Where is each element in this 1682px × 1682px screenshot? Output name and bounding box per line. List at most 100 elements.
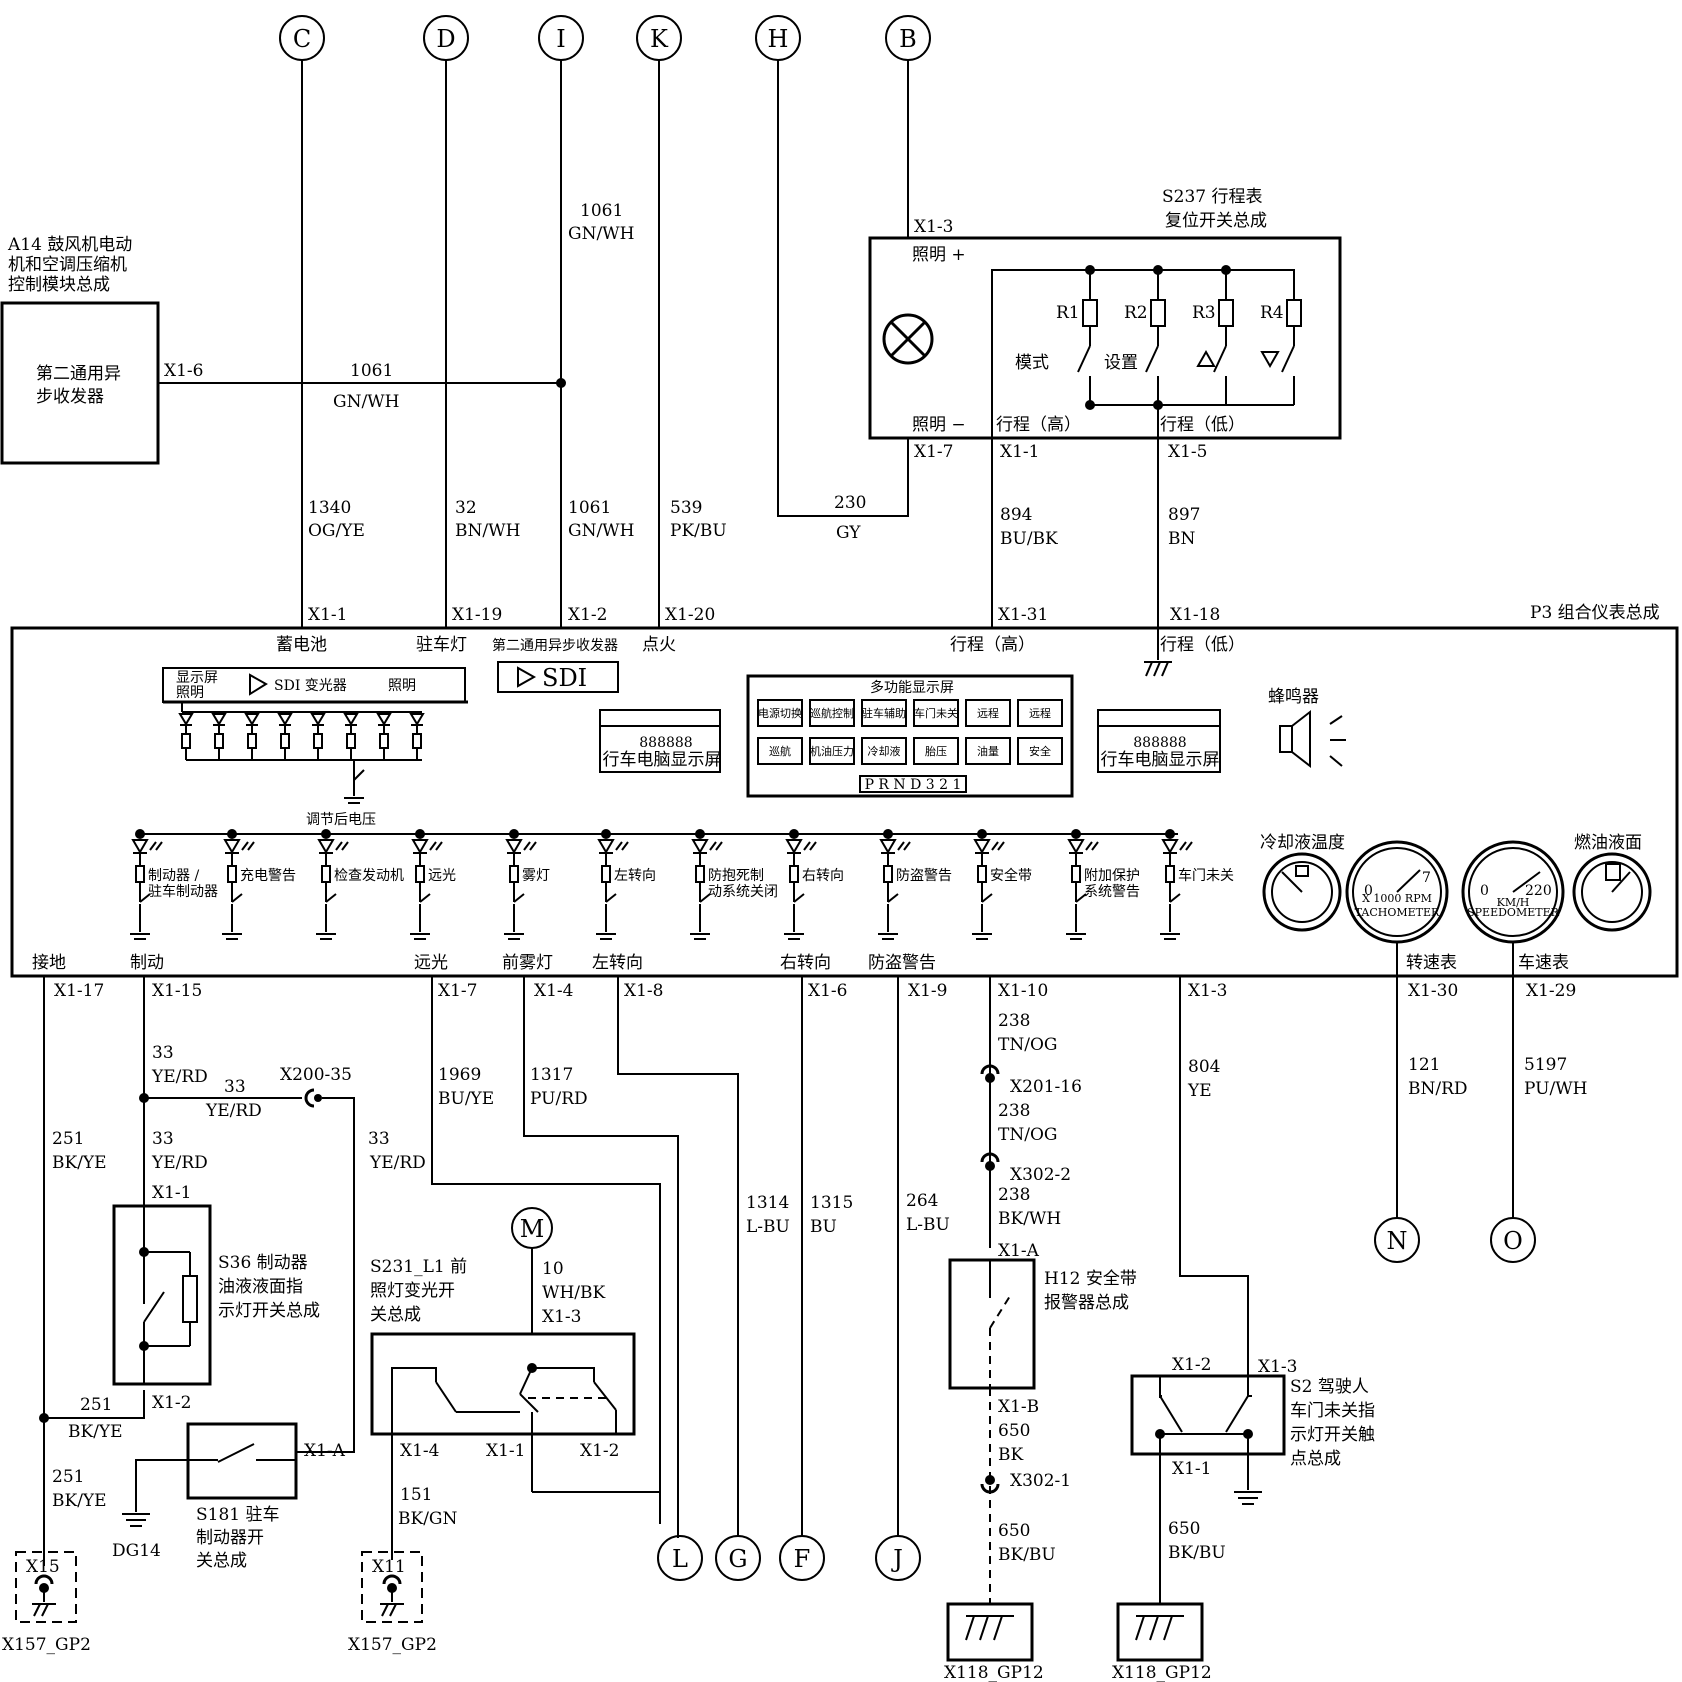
triangle-down-icon bbox=[1260, 351, 1280, 369]
mfd-cell: 车门未关 bbox=[913, 699, 959, 727]
svg-text:车门未关: 车门未关 bbox=[1178, 867, 1234, 884]
svg-text:安全: 安全 bbox=[1029, 744, 1051, 758]
mfd-cell: 胎压 bbox=[913, 737, 959, 765]
svg-text:附加保护: 附加保护 bbox=[1084, 868, 1140, 884]
wire-1061-low-color: GN/WH bbox=[568, 521, 634, 541]
svg-text:X1-6: X1-6 bbox=[164, 361, 203, 381]
svg-text:X1-1: X1-1 bbox=[486, 1441, 525, 1461]
svg-text:油量: 油量 bbox=[977, 744, 999, 758]
svg-text:雾灯: 雾灯 bbox=[522, 868, 550, 884]
trip-display-left: 888888 行车电脑显示屏 bbox=[599, 709, 722, 773]
svg-text:X1-15: X1-15 bbox=[152, 981, 202, 1001]
svg-text:BU: BU bbox=[810, 1217, 837, 1237]
terminal-k: K bbox=[636, 15, 682, 61]
svg-text:X201-16: X201-16 bbox=[1010, 1077, 1082, 1097]
s237-switch-assembly: S237 行程表 复位开关总成 X1-3 照明 + 照明 − X1-7 行程（高… bbox=[868, 187, 1342, 628]
indicator-lamp: 检查发动机 bbox=[316, 829, 404, 940]
svg-text:电源切换: 电源切换 bbox=[758, 706, 802, 720]
triangle-up-icon bbox=[1196, 349, 1216, 367]
svg-text:X1-2: X1-2 bbox=[152, 1393, 191, 1413]
terminal-g: G bbox=[715, 1535, 761, 1581]
svg-text:点火: 点火 bbox=[642, 635, 676, 655]
ground-point-x15: X15 X157_GP2 bbox=[2, 1551, 91, 1655]
ground-icon bbox=[122, 1490, 150, 1527]
mfd-cell: 驻车辅助 bbox=[861, 699, 907, 727]
svg-text:报警器总成: 报警器总成 bbox=[1044, 1293, 1129, 1313]
svg-text:示灯开关总成: 示灯开关总成 bbox=[218, 1301, 320, 1321]
indicator-lamp: 防盗警告 bbox=[878, 829, 952, 940]
svg-text:S181 驻车: S181 驻车 bbox=[196, 1505, 280, 1525]
svg-text:步收发器: 步收发器 bbox=[36, 387, 104, 407]
led-icon bbox=[343, 713, 359, 760]
svg-text:1314: 1314 bbox=[746, 1193, 789, 1213]
svg-text:点总成: 点总成 bbox=[1290, 1449, 1341, 1469]
svg-text:控制模块总成: 控制模块总成 bbox=[8, 275, 110, 295]
svg-text:YE: YE bbox=[1187, 1081, 1212, 1101]
speedometer: 0 220 KM/H SPEEDOMETER bbox=[1461, 840, 1565, 944]
svg-text:X1-7: X1-7 bbox=[914, 442, 953, 462]
svg-text:制动: 制动 bbox=[130, 953, 164, 973]
svg-text:X1-17: X1-17 bbox=[54, 981, 104, 1001]
p3-cluster: P3 组合仪表总成 X1-1 X1-19 X1-2 X1-20 X1-31 X1… bbox=[10, 603, 1679, 978]
terminal-l: L bbox=[657, 1535, 703, 1581]
ground-icon bbox=[1144, 628, 1172, 677]
svg-text:行程（低）: 行程（低） bbox=[1160, 635, 1245, 655]
wire-230-color: GY bbox=[836, 523, 861, 543]
svg-text:左转向: 左转向 bbox=[592, 953, 643, 973]
svg-text:33: 33 bbox=[368, 1129, 390, 1149]
svg-text:1317: 1317 bbox=[530, 1065, 573, 1085]
svg-text:安全带: 安全带 bbox=[990, 867, 1032, 884]
svg-text:X1-4: X1-4 bbox=[400, 1441, 439, 1461]
svg-text:DG14: DG14 bbox=[112, 1541, 161, 1561]
svg-text:P R N D 3 2 1: P R N D 3 2 1 bbox=[865, 777, 962, 793]
fuel-pump-icon bbox=[1605, 863, 1621, 881]
svg-text:行车电脑显示屏: 行车电脑显示屏 bbox=[1101, 750, 1220, 770]
svg-text:238: 238 bbox=[998, 1185, 1030, 1205]
svg-text:X1-1: X1-1 bbox=[1172, 1459, 1211, 1479]
coolant-gauge: 冷却液温度 bbox=[1260, 833, 1345, 932]
svg-text:I: I bbox=[556, 25, 565, 53]
mfd-cell: 巡航控制 bbox=[809, 699, 855, 727]
svg-text:油液液面指: 油液液面指 bbox=[218, 1277, 303, 1297]
connector-x302-1 bbox=[980, 1475, 1000, 1494]
led-icon bbox=[178, 713, 194, 760]
svg-text:胎压: 胎压 bbox=[925, 744, 947, 758]
svg-text:BK/BU: BK/BU bbox=[1168, 1543, 1226, 1563]
svg-text:X1-20: X1-20 bbox=[665, 605, 715, 625]
svg-text:巡航控制: 巡航控制 bbox=[810, 706, 854, 720]
ground-point-x118-a: X118_GP12 bbox=[944, 1602, 1044, 1682]
terminal-c: C bbox=[279, 15, 325, 61]
svg-text:X1-3: X1-3 bbox=[914, 217, 953, 237]
speaker-icon bbox=[1279, 709, 1346, 769]
svg-text:右转向: 右转向 bbox=[780, 953, 831, 973]
svg-text:0: 0 bbox=[1480, 883, 1489, 899]
terminal-f: F bbox=[779, 1535, 825, 1581]
svg-text:X1-31: X1-31 bbox=[998, 605, 1048, 625]
svg-text:121: 121 bbox=[1408, 1055, 1440, 1075]
wire-230-no: 230 bbox=[834, 493, 866, 513]
indicator-lamp: 雾灯 bbox=[504, 829, 550, 940]
svg-text:机油压力: 机油压力 bbox=[810, 744, 854, 758]
svg-text:示灯开关触: 示灯开关触 bbox=[1290, 1425, 1375, 1445]
ground-point-x11: X11 X157_GP2 bbox=[348, 1551, 437, 1655]
mfd-cell: 远程 bbox=[965, 699, 1011, 727]
svg-text:远程: 远程 bbox=[1029, 707, 1051, 720]
svg-text:1969: 1969 bbox=[438, 1065, 481, 1085]
trip-display-right: 888888 行车电脑显示屏 bbox=[1097, 709, 1221, 773]
wire-1340-no: 1340 bbox=[308, 498, 351, 518]
svg-text:照明: 照明 bbox=[388, 678, 416, 694]
led-icon bbox=[409, 713, 425, 760]
svg-text:251: 251 bbox=[52, 1467, 84, 1487]
h12-seatbelt-alarm: X1-A H12 安全带 报警器总成 bbox=[948, 1241, 1137, 1390]
svg-text:左转向: 左转向 bbox=[614, 868, 656, 884]
svg-text:S237 行程表: S237 行程表 bbox=[1162, 187, 1263, 207]
svg-text:33: 33 bbox=[224, 1077, 246, 1097]
indicator-lamp: 远光 bbox=[410, 829, 456, 940]
svg-text:H12 安全带: H12 安全带 bbox=[1044, 1269, 1137, 1289]
svg-text:X1-A: X1-A bbox=[998, 1241, 1040, 1261]
svg-text:车门未关指: 车门未关指 bbox=[1290, 1401, 1375, 1421]
svg-text:巡航: 巡航 bbox=[769, 744, 791, 758]
svg-text:X1-5: X1-5 bbox=[1168, 442, 1207, 462]
svg-text:J: J bbox=[890, 1545, 903, 1573]
